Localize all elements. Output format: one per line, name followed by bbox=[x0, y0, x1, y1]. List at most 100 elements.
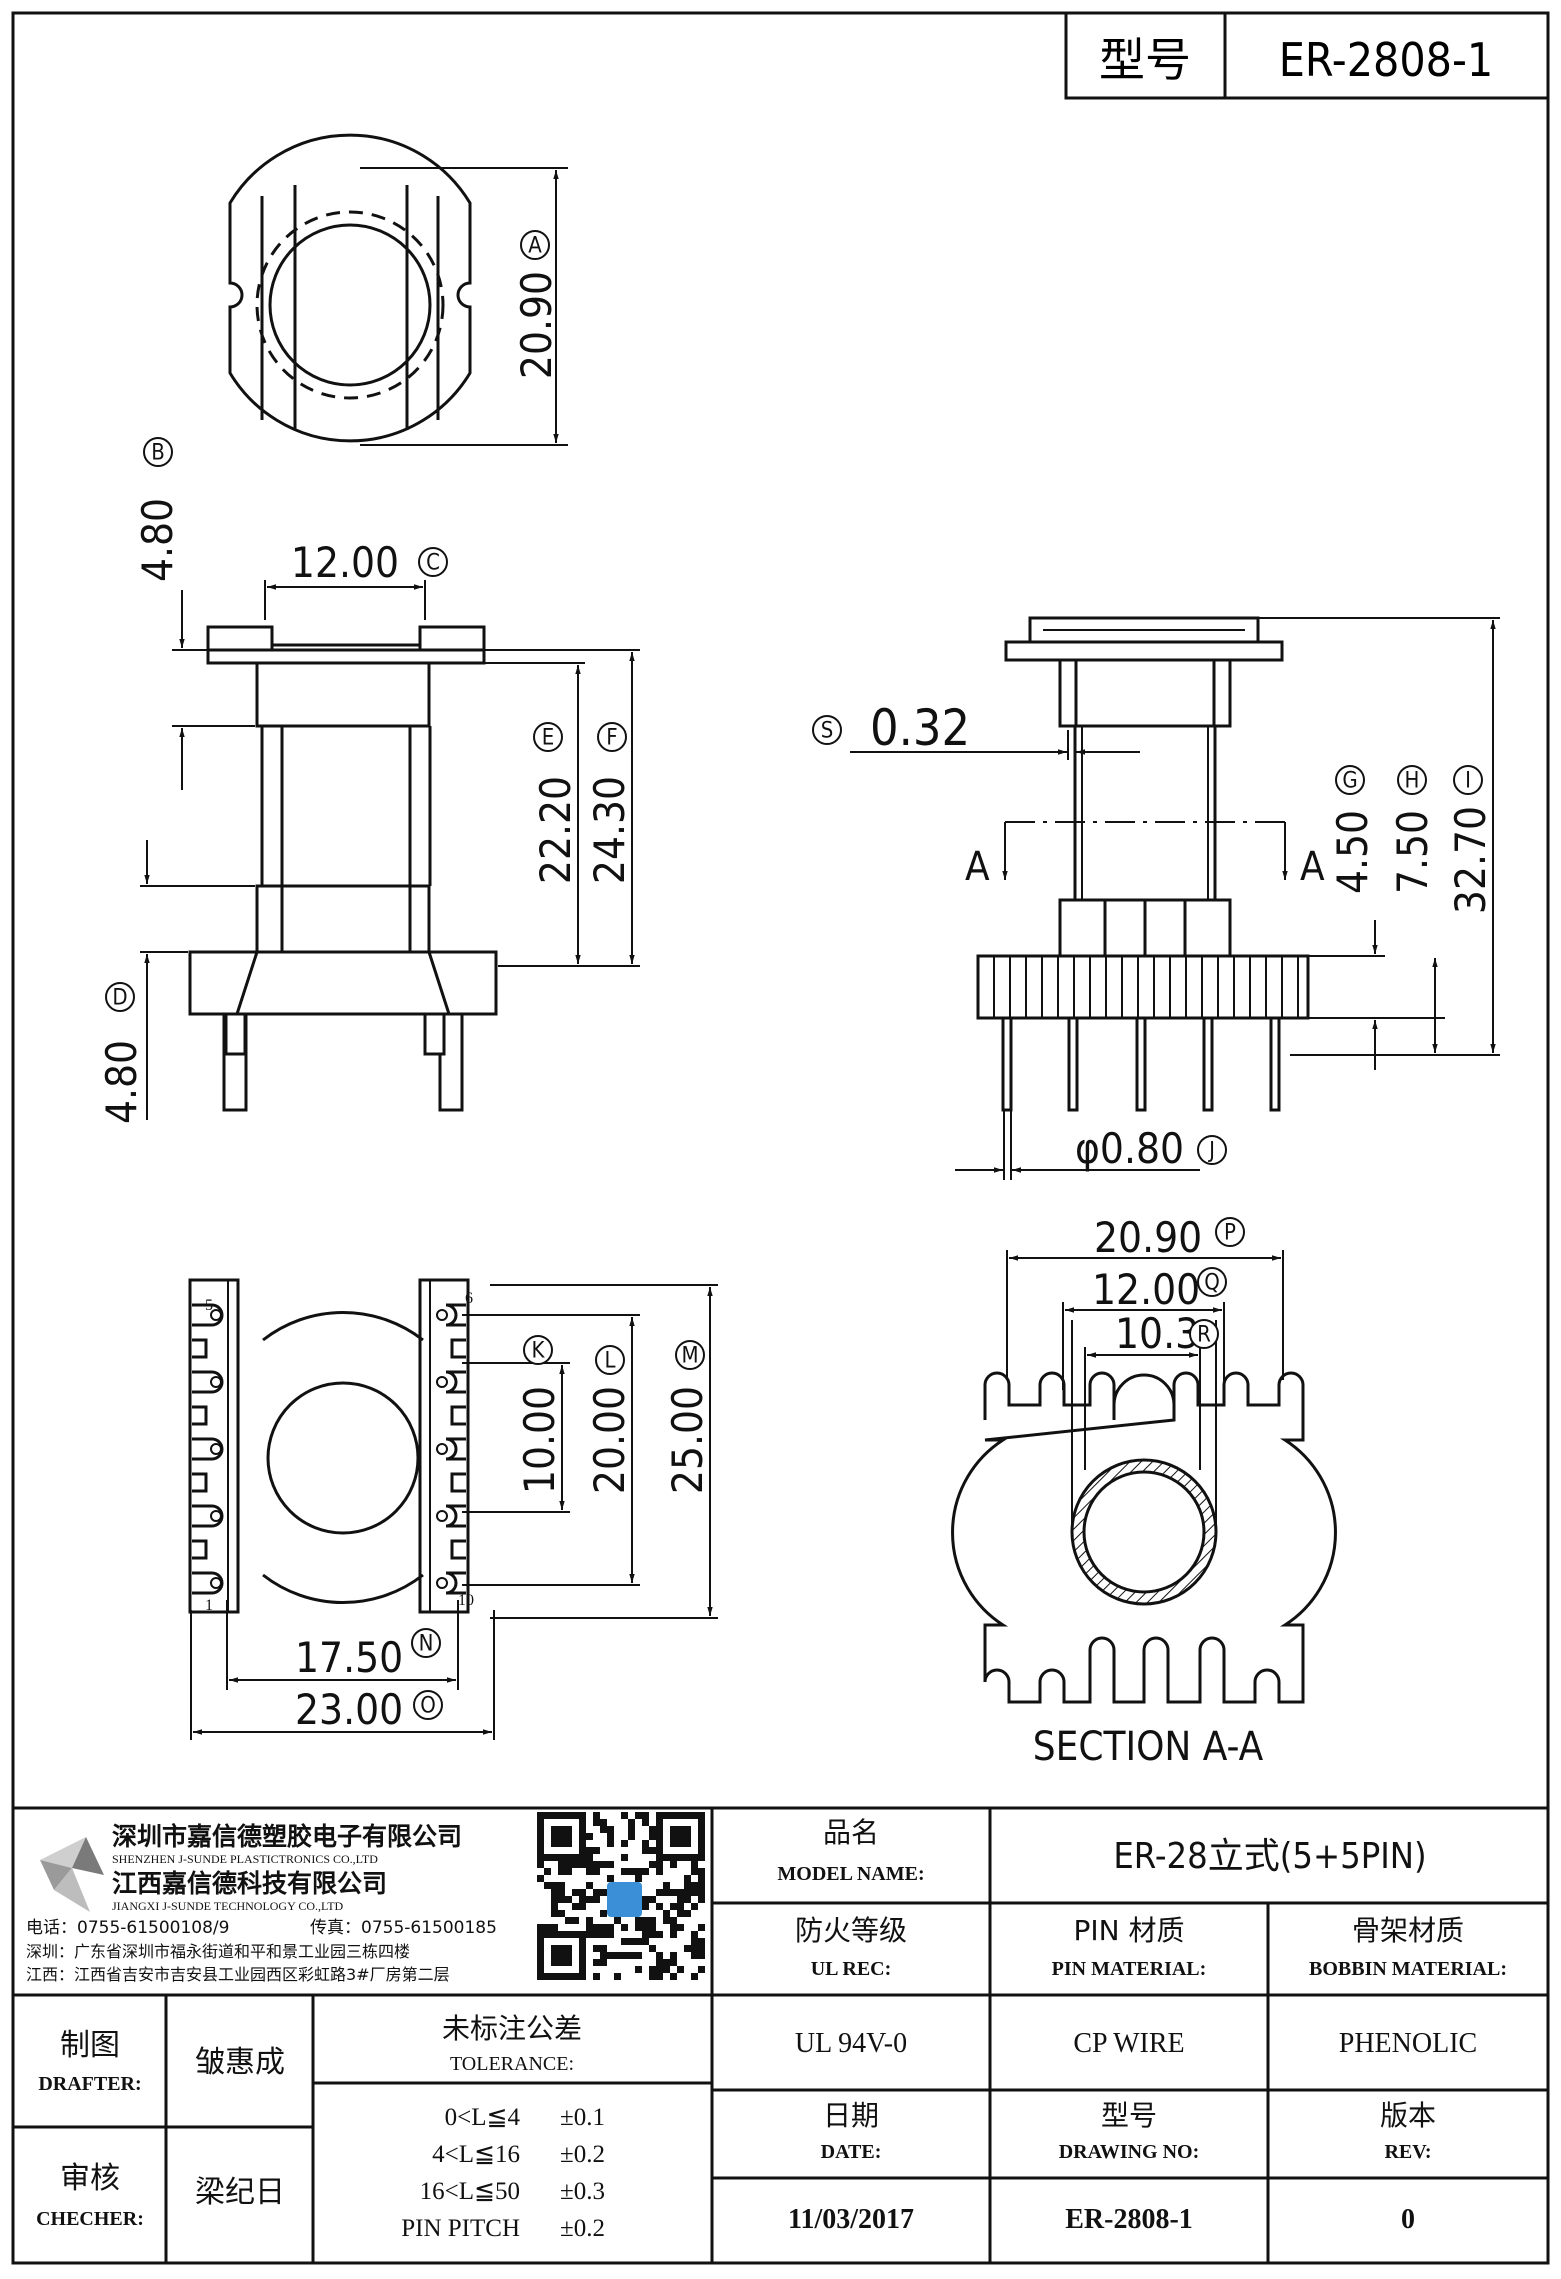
dim-N-value: 17.50 bbox=[295, 1633, 403, 1682]
svg-text:L: L bbox=[604, 1349, 615, 1374]
rev-en: REV: bbox=[1384, 2141, 1431, 2163]
marker-q: Q bbox=[1197, 1267, 1227, 1297]
header-model-box: 型号 ER-2808-1 bbox=[1064, 11, 1550, 100]
dim-J-value: φ0.80 bbox=[1075, 1124, 1184, 1173]
marker-d: D bbox=[105, 982, 135, 1012]
marker-s: S bbox=[812, 715, 842, 745]
dim-G-value: 4.50 bbox=[1328, 810, 1377, 894]
dim-D: 4.80 bbox=[97, 840, 255, 1124]
tolerance-range: 16<L≦50 bbox=[420, 2178, 520, 2205]
dim-F-value: 24.30 bbox=[585, 776, 634, 884]
pin-5-label: 5 bbox=[205, 1297, 213, 1314]
pin-6-label: 6 bbox=[465, 1290, 473, 1307]
marker-l: L bbox=[595, 1345, 625, 1375]
svg-text:E: E bbox=[542, 726, 555, 751]
ul-cn: 防火等级 bbox=[795, 1914, 907, 1947]
ul-en: UL REC: bbox=[811, 1958, 892, 1980]
tolerance-value: ±0.2 bbox=[560, 2141, 605, 2168]
dim-B: 4.80 bbox=[133, 498, 255, 790]
svg-text:F: F bbox=[606, 726, 617, 751]
tolerance-value: ±0.3 bbox=[560, 2178, 605, 2205]
drafter-cn: 制图 bbox=[60, 2028, 120, 2063]
dim-P-value: 20.90 bbox=[1094, 1213, 1202, 1262]
company-logo bbox=[40, 1837, 104, 1912]
marker-g: G bbox=[1335, 765, 1365, 795]
pin-material-en: PIN MATERIAL: bbox=[1052, 1958, 1207, 1980]
bobbin-material-value: PHENOLIC bbox=[1339, 2028, 1477, 2059]
marker-o: O bbox=[413, 1690, 443, 1720]
bobbin-material-en: BOBBIN MATERIAL: bbox=[1309, 1958, 1507, 1980]
marker-a: A bbox=[520, 230, 550, 260]
section-mark-right: A bbox=[1300, 844, 1325, 890]
drawing-no-en: DRAWING NO: bbox=[1059, 2141, 1200, 2163]
marker-f: F bbox=[597, 722, 627, 752]
drafter-name: 皱惠成 bbox=[195, 2045, 285, 2080]
marker-m: M bbox=[675, 1340, 705, 1370]
company-addr-1: 深圳：广东省深圳市福永街道和平和景工业园三栋四楼 bbox=[26, 1942, 410, 1961]
marker-n: N bbox=[411, 1628, 441, 1658]
checker-en: CHECHER: bbox=[36, 2208, 144, 2230]
marker-b: B bbox=[143, 437, 173, 467]
dim-E-F: 22.20 24.30 bbox=[431, 649, 640, 967]
bottom-view bbox=[188, 1278, 470, 1614]
svg-text:A: A bbox=[528, 234, 542, 259]
dim-P-Q-R bbox=[1006, 1250, 1284, 1470]
svg-text:C: C bbox=[426, 551, 440, 576]
company2-name-en: JIANGXI J-SUNDE TECHNOLOGY CO.,LTD bbox=[112, 1899, 344, 1913]
svg-text:H: H bbox=[1405, 769, 1420, 794]
svg-text:R: R bbox=[1197, 1323, 1211, 1348]
dim-G-H-I: 4.50 7.50 32.70 bbox=[1258, 617, 1500, 1070]
company-name-en: SHENZHEN J-SUNDE PLASTICTRONICS CO.,LTD bbox=[112, 1852, 378, 1866]
dim-C-value: 12.00 bbox=[291, 538, 399, 587]
tolerance-en: TOLERANCE: bbox=[450, 2053, 574, 2075]
checker-name: 梁纪日 bbox=[195, 2175, 285, 2210]
svg-text:I: I bbox=[1465, 769, 1471, 794]
dim-R-value: 10.3 bbox=[1115, 1309, 1199, 1358]
dim-E-value: 22.20 bbox=[531, 776, 580, 884]
section-a-a-view bbox=[951, 1320, 1337, 1704]
checker-cn: 审核 bbox=[60, 2161, 120, 2196]
qr-code bbox=[537, 1812, 705, 1980]
drawing-no-cn: 型号 bbox=[1101, 2099, 1157, 2132]
svg-text:B: B bbox=[151, 441, 165, 466]
tolerance-range: PIN PITCH bbox=[401, 2215, 520, 2242]
title-block bbox=[13, 1806, 1548, 2263]
top-view bbox=[228, 133, 472, 443]
tolerance-cn: 未标注公差 bbox=[442, 2012, 582, 2045]
dim-K-L-M bbox=[462, 1284, 718, 1619]
marker-p: P bbox=[1215, 1217, 1245, 1247]
pin-material-value: CP WIRE bbox=[1073, 2028, 1184, 2059]
side-view bbox=[976, 616, 1310, 1112]
marker-k: K bbox=[523, 1335, 553, 1365]
model-name-value: ER-28立式(5+5PIN) bbox=[1113, 1836, 1426, 1877]
svg-text:J: J bbox=[1207, 1139, 1215, 1164]
svg-text:Q: Q bbox=[1204, 1271, 1220, 1296]
tolerance-value: ±0.2 bbox=[560, 2215, 605, 2242]
dim-L-value: 20.00 bbox=[585, 1386, 634, 1494]
pin-1-label: 1 bbox=[205, 1597, 213, 1614]
marker-c: C bbox=[418, 547, 448, 577]
pin-material-cn: PIN 材质 bbox=[1074, 1914, 1185, 1947]
date-value: 11/03/2017 bbox=[788, 2204, 914, 2235]
pin-10-label: 10 bbox=[458, 1592, 474, 1609]
model-name-en: MODEL NAME: bbox=[777, 1863, 924, 1885]
front-view bbox=[188, 625, 498, 1112]
dim-N-O bbox=[190, 1600, 495, 1740]
company-fax: 传真：0755-61500185 bbox=[310, 1918, 497, 1938]
svg-text:O: O bbox=[420, 1694, 436, 1719]
tolerance-range: 4<L≦16 bbox=[432, 2141, 520, 2168]
dim-M-value: 25.00 bbox=[663, 1386, 712, 1494]
dim-B-value: 4.80 bbox=[133, 498, 182, 582]
rev-cn: 版本 bbox=[1380, 2099, 1436, 2132]
dim-J: φ0.80 bbox=[955, 1110, 1200, 1180]
svg-text:D: D bbox=[112, 986, 127, 1011]
company-name-cn: 深圳市嘉信德塑胶电子有限公司 bbox=[112, 1822, 462, 1851]
section-mark-left: A bbox=[965, 844, 990, 890]
marker-i: I bbox=[1453, 765, 1483, 795]
dim-H-value: 7.50 bbox=[1388, 810, 1437, 894]
section-cut-line bbox=[1002, 821, 1288, 880]
company-addr-2: 江西：江西省吉安市吉安县工业园西区彩虹路3#厂房第二层 bbox=[26, 1965, 450, 1984]
dim-A-value: 20.90 bbox=[512, 271, 561, 379]
